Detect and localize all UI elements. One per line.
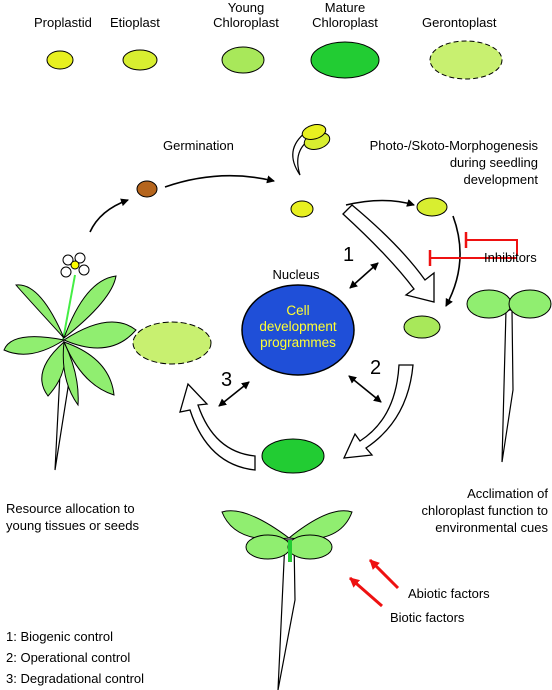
abiotic-label: Abiotic factors bbox=[408, 586, 490, 601]
germination-label: Germination bbox=[163, 138, 234, 153]
inhibitor-lines bbox=[428, 232, 518, 266]
operational-control-arrow bbox=[348, 375, 382, 403]
mature-to-gerontoplast-hollow-arrow bbox=[179, 382, 256, 471]
number-two: 2 bbox=[370, 357, 381, 379]
legend-proplastid-label: Proplastid bbox=[34, 15, 92, 30]
nucleus-icon bbox=[241, 284, 355, 376]
young-to-mature-hollow-arrow bbox=[342, 364, 414, 459]
right-seedling-icon bbox=[466, 289, 552, 463]
cell-programmes-line3: programmes bbox=[260, 335, 336, 350]
number-three: 3 bbox=[221, 369, 232, 391]
inhibitors-label: Inhibitors bbox=[484, 250, 537, 265]
resource-allocation-line2: young tissues or seeds bbox=[6, 518, 139, 533]
seed-formation-arrow bbox=[89, 198, 129, 233]
legend-etioplast-label: Etioplast bbox=[110, 15, 160, 30]
cycle-mature-chloroplast bbox=[261, 438, 325, 474]
acclimation-line1: Acclimation of bbox=[467, 486, 548, 501]
flowering-plant-icon bbox=[3, 252, 137, 471]
acclimation-line2: chloroplast function to bbox=[422, 503, 548, 518]
proplastid-icon bbox=[46, 50, 74, 70]
acclimation-line3: environmental cues bbox=[435, 520, 548, 535]
gerontoplast-icon bbox=[429, 40, 503, 80]
morphogenesis-line2: during seedling bbox=[450, 155, 538, 170]
proplastid-to-etioplast-arrow bbox=[345, 199, 415, 207]
legend: Proplastid Etioplast Young Chloroplast M… bbox=[34, 0, 503, 80]
seed-icon bbox=[136, 180, 158, 198]
proplastid-to-young-hollow-arrow bbox=[342, 204, 435, 303]
resource-allocation-line1: Resource allocation to bbox=[6, 501, 135, 516]
morphogenesis-line3: development bbox=[464, 172, 539, 187]
biogenic-control-arrow bbox=[349, 262, 379, 289]
abiotic-arrow bbox=[368, 558, 400, 590]
cycle-proplastid bbox=[290, 200, 314, 218]
legend-mature-line1: Mature bbox=[325, 0, 365, 15]
germinating-seedling-icon bbox=[292, 124, 331, 176]
cell-programmes-line2: development bbox=[259, 319, 337, 334]
young-chloroplast-icon bbox=[221, 46, 265, 74]
mature-chloroplast-icon bbox=[310, 41, 380, 79]
legend-young-line2: Chloroplast bbox=[213, 15, 279, 30]
legend-mature-line2: Chloroplast bbox=[312, 15, 378, 30]
degradational-control-arrow bbox=[218, 381, 250, 407]
bottom-seedling-icon bbox=[221, 510, 353, 690]
nucleus-label: Nucleus bbox=[273, 267, 320, 282]
legend-gerontoplast-label: Gerontoplast bbox=[422, 15, 497, 30]
legend-young-line1: Young bbox=[228, 0, 264, 15]
etioplast-icon bbox=[122, 49, 158, 71]
germination-arrow bbox=[164, 174, 275, 188]
key-item-1: 1: Biogenic control bbox=[6, 629, 113, 644]
cycle-etioplast bbox=[416, 197, 448, 217]
key-item-2: 2: Operational control bbox=[6, 650, 130, 665]
morphogenesis-line1: Photo-/Skoto-Morphogenesis bbox=[370, 138, 539, 153]
biotic-label: Biotic factors bbox=[390, 610, 465, 625]
cycle-gerontoplast bbox=[132, 321, 212, 365]
biotic-arrow bbox=[349, 576, 383, 608]
cycle-young-chloroplast bbox=[403, 315, 441, 339]
cell-programmes-line1: Cell bbox=[286, 303, 309, 318]
etioplast-to-young-arrow bbox=[445, 215, 461, 307]
number-one: 1 bbox=[343, 244, 354, 266]
key-item-3: 3: Degradational control bbox=[6, 671, 144, 686]
